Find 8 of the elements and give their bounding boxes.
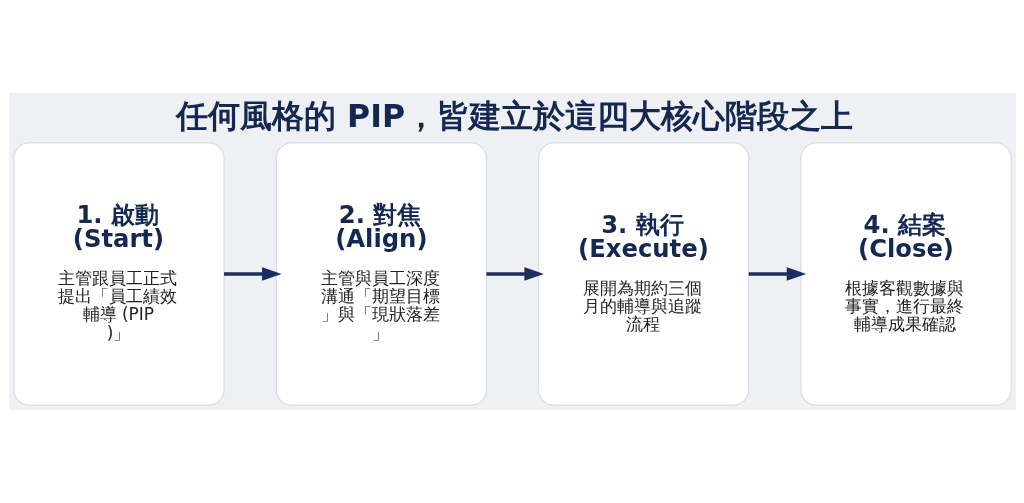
arrow [485,267,544,281]
node-box: 4. 結案 (Close) 根據客觀數據與事實，進行最終輔導成果確認 [799,142,1012,406]
node-box: 1. 啟動 (Start) 主管跟員工正式提出「員工績效輔導 (PIP)」 [12,142,225,406]
arrow [223,267,281,281]
diagram-title: 任何風格的 PIP，皆建立於這四大核心階段之上 [175,97,853,134]
node-box: 3. 執行 (Execute) 展開為期約三個月的輔導與追蹤流程 [537,142,749,406]
node-box: 2. 對焦 (Align) 主管與員工深度溝通「期望目標」與「現狀落差」 [275,142,487,406]
arrow [748,267,806,281]
